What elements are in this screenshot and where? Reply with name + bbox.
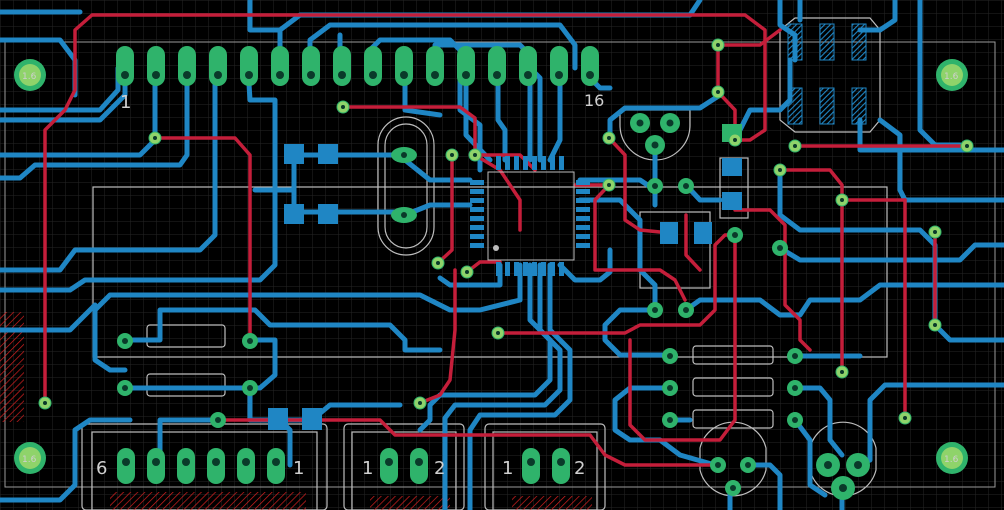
keepout-area-connector-3 — [512, 496, 592, 510]
transistor-bottom — [710, 457, 756, 496]
qfp-pads-right — [576, 180, 590, 248]
mount-hole-label-br: 1.6 — [944, 455, 959, 465]
connector-2-pin-a — [380, 448, 428, 484]
qfp-pads-left — [470, 180, 484, 248]
qfp-pads-bottom — [496, 262, 564, 276]
connector-a-label-right: 2 — [434, 458, 445, 479]
header-pin-first-label: 1 — [120, 92, 131, 113]
connector-6-label-right: 1 — [293, 458, 304, 479]
regulator-bottom-right — [816, 453, 870, 500]
smd-pads — [268, 124, 742, 430]
keepout-area-connector-2 — [370, 496, 450, 510]
connector-b-label-right: 2 — [574, 458, 585, 479]
bottom-smd-pads — [787, 23, 867, 125]
connector-b-label-left: 1 — [502, 458, 513, 479]
silkscreen — [81, 17, 888, 510]
vias — [38, 38, 974, 425]
mounting-holes — [14, 59, 968, 474]
connector-6-pin — [117, 448, 285, 484]
mount-hole-label-bl: 1.6 — [22, 455, 37, 465]
board-outline — [4, 41, 996, 488]
connector-a-label-left: 1 — [362, 458, 373, 479]
connector-6-label-left: 6 — [96, 458, 107, 479]
connector-2-pin-b — [522, 448, 570, 484]
qfp-microcontroller — [470, 156, 590, 276]
header-pin-last-label: 16 — [584, 91, 604, 110]
mount-hole-label-tr: 1.6 — [944, 72, 959, 82]
keepout-area-connector-1 — [110, 492, 306, 510]
through-hole-drills — [122, 183, 798, 423]
transistor-top — [630, 113, 680, 155]
qfp-pads-top — [496, 156, 564, 170]
mount-hole-label-tl: 1.6 — [22, 72, 37, 82]
header-16-pin — [116, 46, 599, 86]
crystal-oscillator — [391, 147, 417, 223]
